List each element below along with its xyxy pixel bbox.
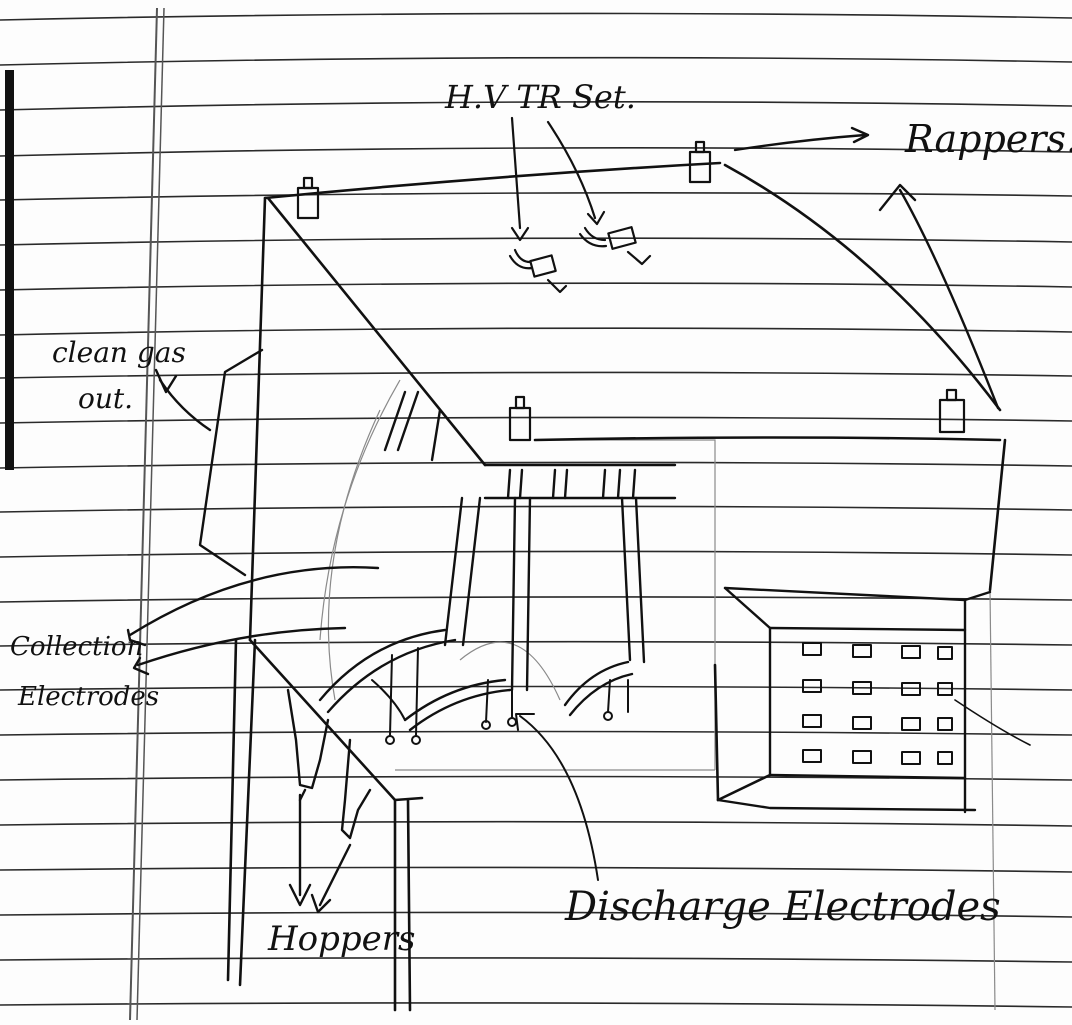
ruled-lines — [0, 13, 1072, 1007]
discharge-electrodes — [372, 648, 628, 880]
page-edge-shadow — [5, 70, 14, 470]
label-hoppers: Hoppers — [267, 919, 415, 959]
label-electrodes: Electrodes — [17, 682, 159, 712]
label-discharge-electrodes: Discharge Electrodes — [564, 884, 1001, 930]
rapper-middle — [510, 397, 530, 440]
hv-tr-units — [510, 118, 650, 292]
casing-outline — [228, 163, 1005, 1010]
clean-gas-duct — [156, 350, 262, 575]
tr-unit-1 — [510, 250, 566, 292]
perforation-grid — [803, 643, 952, 764]
label-rappers: Rappers. — [904, 117, 1072, 161]
collection-electrodes — [128, 392, 675, 730]
rapper-left — [298, 178, 318, 218]
tr-unit-2 — [580, 227, 650, 264]
hoppers — [288, 690, 370, 912]
rappers-arrow — [735, 128, 998, 408]
label-out: out. — [78, 382, 133, 415]
label-collection: Collection — [10, 632, 143, 662]
rapper-right — [940, 390, 964, 432]
label-hv-tr-set: H.V TR Set. — [444, 78, 636, 116]
label-clean-gas: clean gas — [52, 336, 186, 369]
